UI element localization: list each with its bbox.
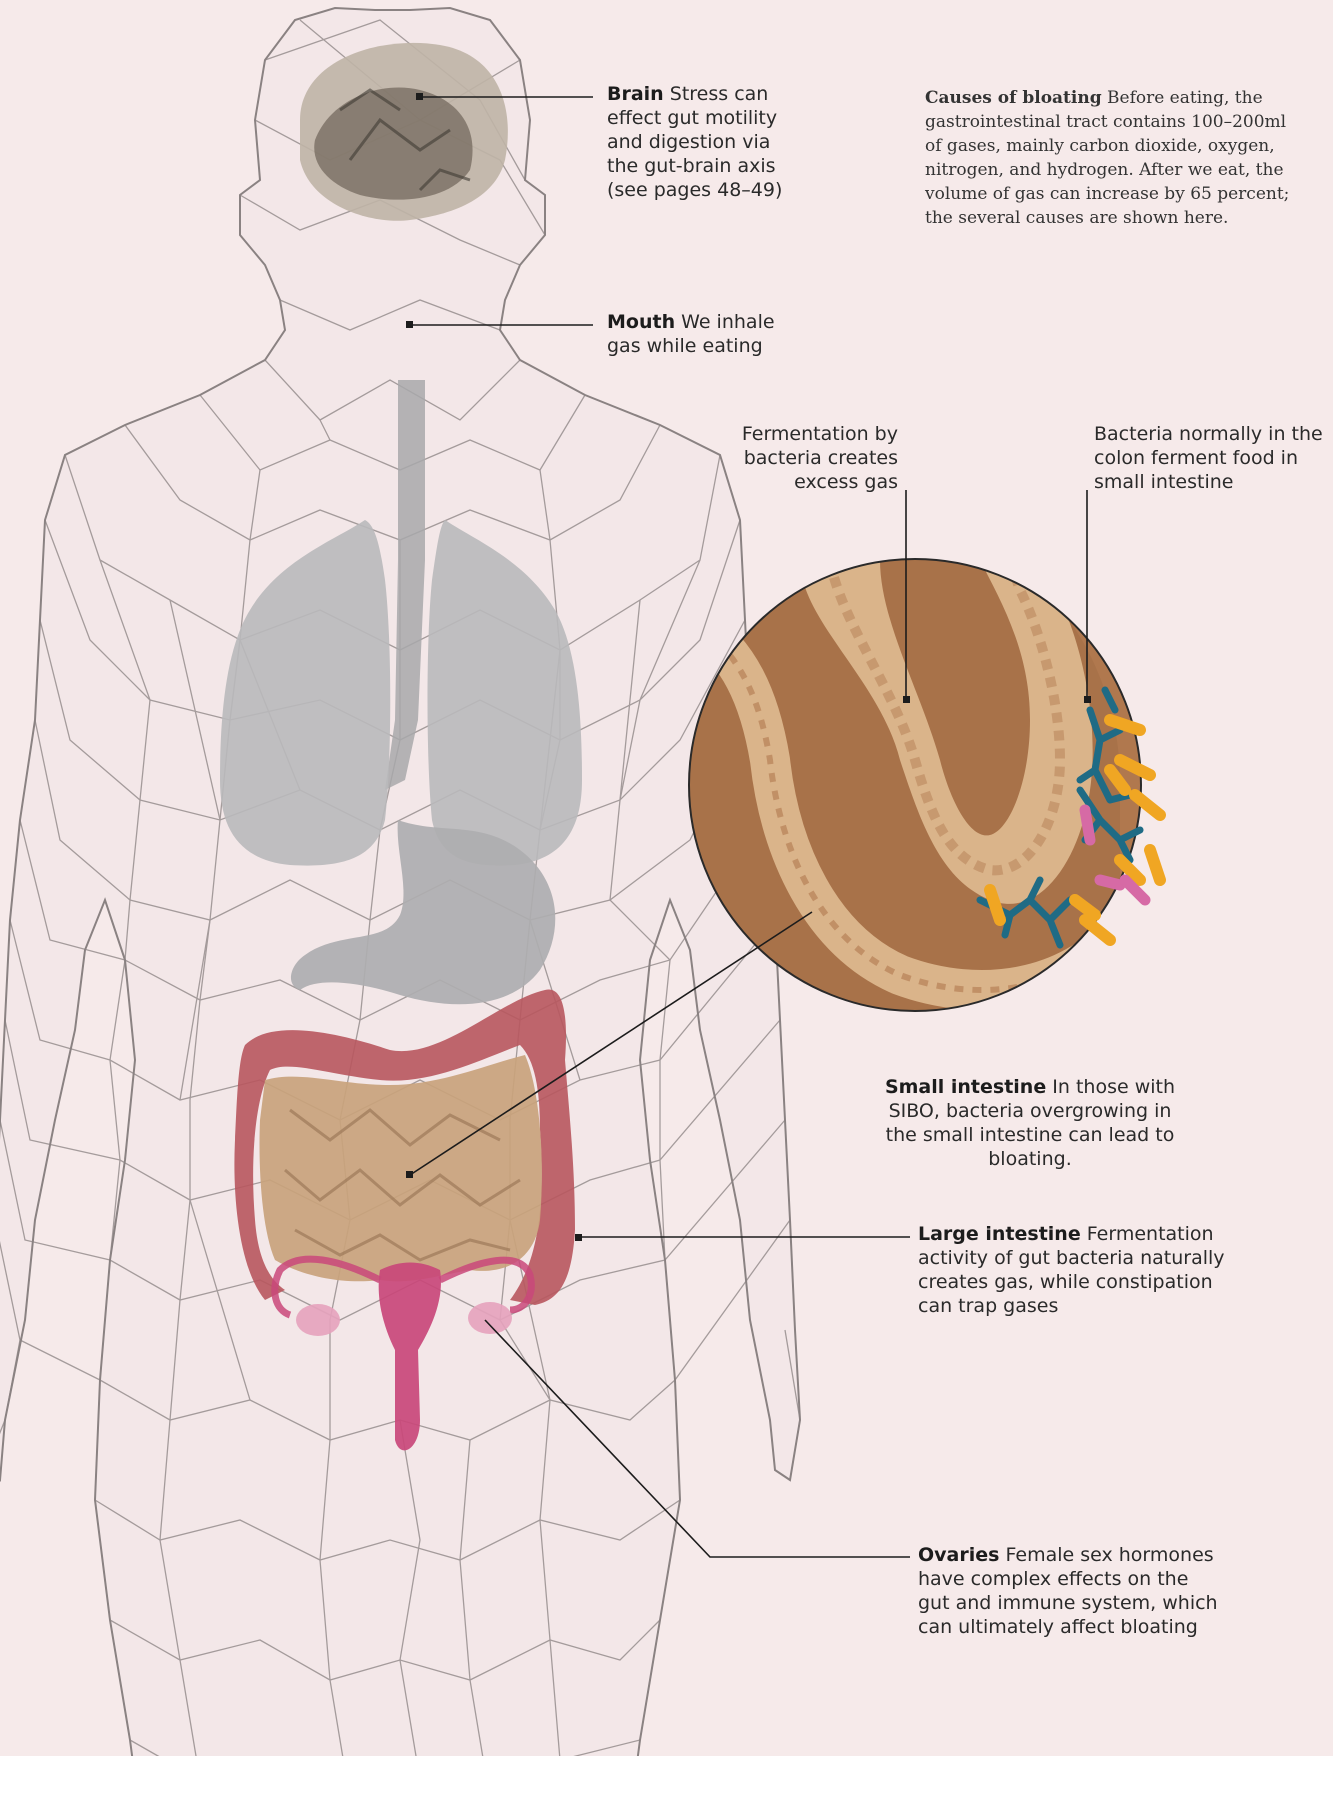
bacteria-label: Bacteria normally in the colon ferment f… — [1094, 422, 1324, 494]
mouth-label-title: Mouth — [607, 311, 675, 333]
intro-text: Causes of bloating Before eating, the ga… — [925, 86, 1297, 230]
ovaries-label: Ovaries Female sex hormones have complex… — [918, 1543, 1218, 1639]
large-intestine-label: Large intestine Fermentation activity of… — [918, 1222, 1248, 1318]
body-silhouette — [0, 8, 800, 1816]
brain-label-title: Brain — [607, 83, 664, 105]
small-intestine-label: Small intestine In those with SIBO, bact… — [880, 1075, 1180, 1171]
footer-band — [0, 1756, 1333, 1816]
bacteria-label-text: Bacteria normally in the colon ferment f… — [1094, 423, 1323, 493]
intro-body: Before eating, the gastrointestinal trac… — [925, 88, 1289, 228]
fermentation-label: Fermentation by bacteria creates excess … — [700, 422, 898, 494]
fermentation-label-text: Fermentation by bacteria creates excess … — [742, 423, 898, 493]
small-intestine-zoom — [689, 559, 1160, 1011]
mouth-label: Mouth We inhale gas while eating — [607, 310, 807, 358]
large-intestine-label-title: Large intestine — [918, 1223, 1081, 1245]
brain-icon — [300, 43, 508, 221]
intro-title: Causes of bloating — [925, 88, 1102, 108]
left-ovary — [296, 1304, 340, 1336]
right-ovary — [468, 1302, 512, 1334]
small-intestine-label-title: Small intestine — [885, 1076, 1046, 1098]
brain-label: Brain Stress can effect gut motility and… — [607, 82, 807, 202]
ovaries-label-title: Ovaries — [918, 1544, 999, 1566]
